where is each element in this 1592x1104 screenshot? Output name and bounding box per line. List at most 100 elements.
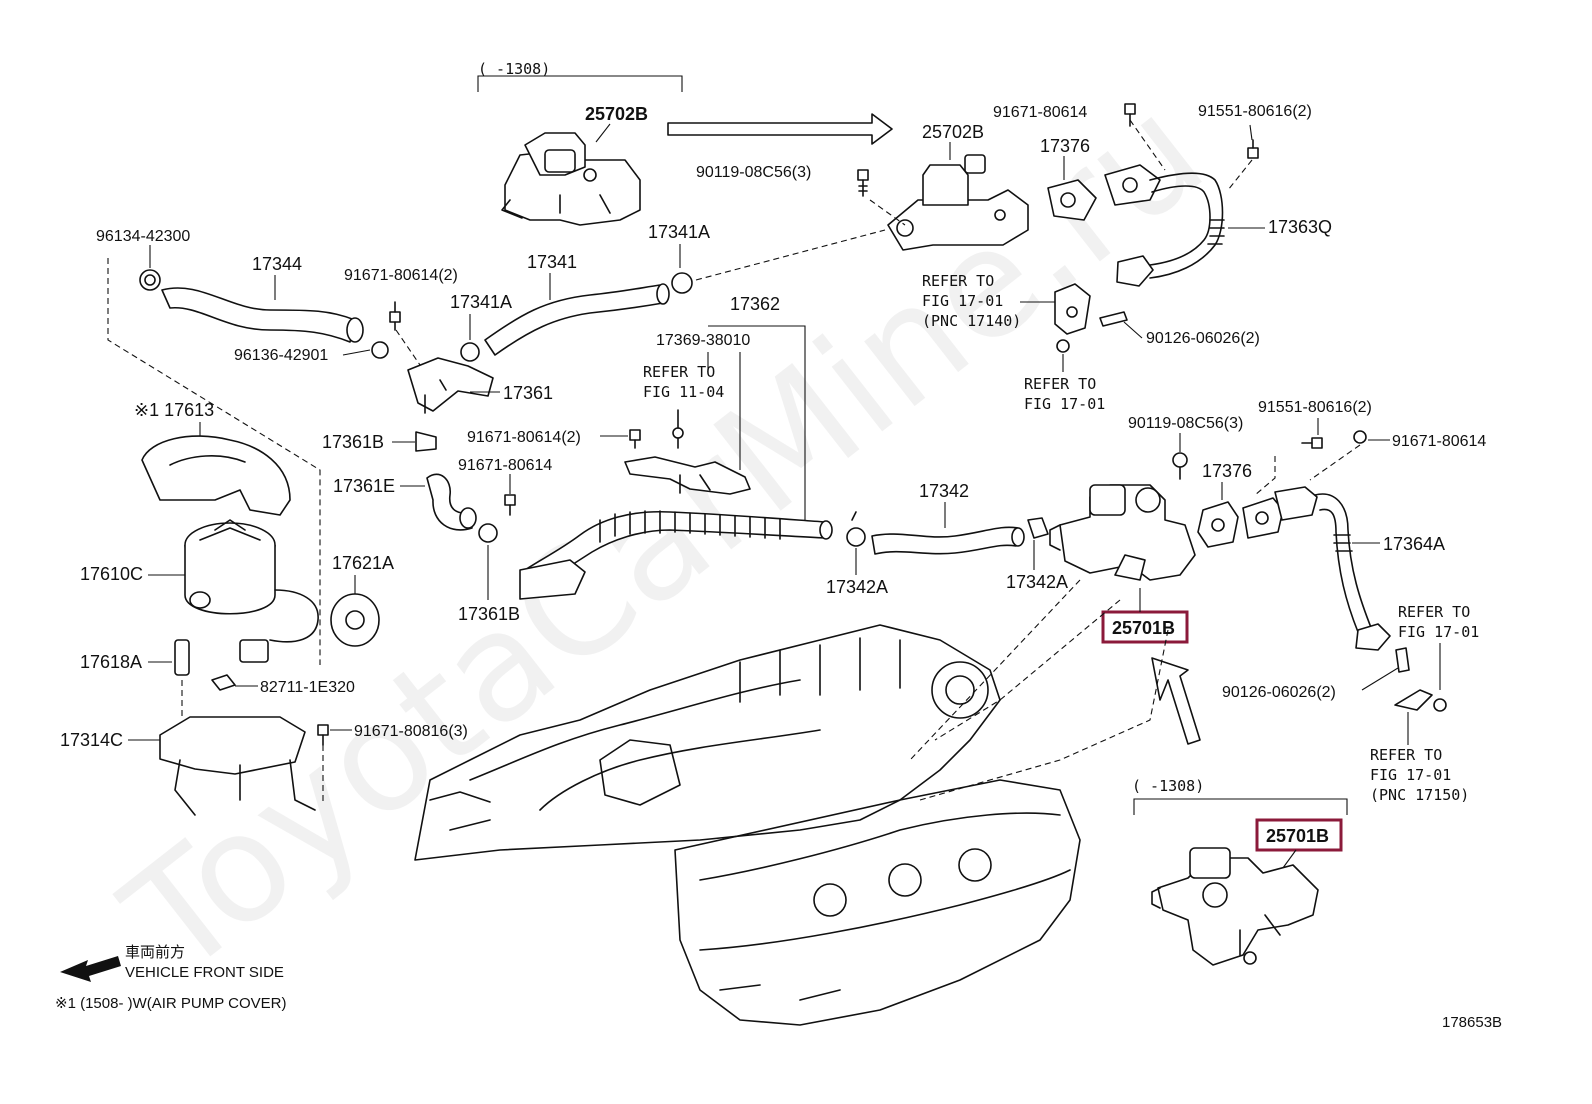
bolt-icon	[389, 301, 401, 331]
clamp-icon	[671, 272, 693, 294]
part-bracket-right[interactable]	[1394, 689, 1433, 711]
label-17342a-b: 17342A	[1006, 572, 1068, 592]
label-17341: 17341	[527, 252, 577, 272]
label-17364a: 17364A	[1383, 534, 1445, 554]
bolt-icon	[1353, 430, 1367, 444]
part-valve-25702b-old[interactable]	[501, 132, 641, 226]
bolt-icon	[857, 169, 869, 197]
label-17369: 17369-38010	[656, 332, 750, 349]
label-91671-80816: 91671-80816(3)	[354, 723, 468, 740]
svg-text:(PNC 17150): (PNC 17150)	[1370, 786, 1469, 804]
label-90126-b: 90126-06026(2)	[1222, 684, 1336, 701]
bolt-icon	[504, 494, 516, 516]
nut-icon	[1056, 339, 1070, 353]
part-bracket-17369[interactable]	[624, 456, 751, 495]
label-90119-a: 90119-08C56(3)	[696, 164, 811, 181]
label-17610c: 17610C	[80, 564, 143, 584]
label-17341a-b: 17341A	[450, 292, 512, 312]
label-91671-2-b: 91671-80614(2)	[467, 429, 581, 446]
stud-icon	[1099, 311, 1128, 327]
clamp-icon	[415, 431, 437, 452]
part-gasket-flange[interactable]	[1054, 283, 1091, 335]
svg-text:FIG 17-01: FIG 17-01	[1370, 766, 1451, 784]
refer-note-1: REFER TO FIG 17-01 (PNC 17140)	[922, 272, 1021, 330]
range-bottom-text: ( -1308)	[1132, 777, 1204, 795]
range-top-text: ( -1308)	[478, 60, 550, 78]
label-91671-80614-a: 91671-80614	[993, 104, 1087, 121]
part-valve-25702b-new[interactable]	[887, 154, 1029, 251]
label-17618a: 17618A	[80, 652, 142, 672]
label-17363q: 17363Q	[1268, 217, 1332, 237]
range-bracket-bottom: ( -1308)	[1132, 777, 1348, 815]
nut-icon	[1433, 698, 1447, 712]
part-hose-17341[interactable]	[484, 283, 670, 356]
part-joint-17361[interactable]	[407, 357, 494, 414]
clamp-icon	[371, 341, 389, 359]
part-gasket-17376-b[interactable]	[1197, 501, 1239, 548]
label-17314c: 17314C	[60, 730, 123, 750]
svg-text:FIG 17-01: FIG 17-01	[1024, 395, 1105, 413]
svg-text:FIG 11-04: FIG 11-04	[643, 383, 724, 401]
front-label-jp: 車両前方	[125, 944, 185, 961]
refer-note-5: REFER TO FIG 17-01 (PNC 17150)	[1370, 746, 1469, 804]
svg-text:REFER TO: REFER TO	[1398, 603, 1470, 621]
label-17344: 17344	[252, 254, 302, 274]
svg-text:REFER TO: REFER TO	[1370, 746, 1442, 764]
clamp-icon	[846, 511, 866, 547]
label-82711: 82711-1E320	[260, 679, 355, 696]
part-hose-17344[interactable]	[161, 287, 364, 343]
label-17362: 17362	[730, 294, 780, 314]
label-91671-80614-c: 91671-80614	[1392, 433, 1486, 450]
part-hose-17342[interactable]	[871, 526, 1025, 555]
label-25702b-b: 25702B	[922, 122, 984, 142]
svg-text:REFER TO: REFER TO	[1024, 375, 1096, 393]
label-17361b-a: 17361B	[322, 432, 384, 452]
part-hose-17361e[interactable]	[426, 473, 477, 531]
label-17361: 17361	[503, 383, 553, 403]
highlight-25701b-alt[interactable]: 25701B	[1255, 818, 1343, 852]
svg-text:REFER TO: REFER TO	[643, 363, 715, 381]
label-96134: 96134-42300	[96, 228, 190, 245]
part-sensor-17618a[interactable]	[174, 639, 190, 676]
label-17342: 17342	[919, 481, 969, 501]
label-17361b-b: 17361B	[458, 604, 520, 624]
label-90126-a: 90126-06026(2)	[1146, 330, 1260, 347]
label-96136: 96136-42901	[234, 347, 328, 364]
bolt-icon	[1301, 437, 1323, 449]
bolt-icon	[629, 429, 641, 449]
label-91671-80614-b: 91671-80614	[458, 457, 552, 474]
refer-note-3: REFER TO FIG 11-04	[643, 363, 724, 401]
part-cover-17613[interactable]	[141, 435, 291, 516]
label-25701b-a: 25701B	[1112, 618, 1175, 638]
front-label-en: VEHICLE FRONT SIDE	[125, 964, 284, 981]
label-91551-a: 91551-80616(2)	[1198, 103, 1312, 120]
clamp-icon	[139, 269, 161, 291]
arrow-right-icon	[667, 113, 893, 145]
clip-icon	[672, 409, 684, 449]
part-pipe-17363q[interactable]	[1104, 164, 1225, 287]
part-valve-25701b-alt[interactable]	[1151, 847, 1319, 966]
part-damper-17621a[interactable]	[330, 593, 380, 647]
highlight-25701b-main[interactable]: 25701B	[1101, 610, 1189, 644]
svg-text:REFER TO: REFER TO	[922, 272, 994, 290]
part-valve-25701b-main[interactable]	[1049, 484, 1196, 581]
label-17621a: 17621A	[332, 553, 394, 573]
label-17376-a: 17376	[1040, 136, 1090, 156]
label-25701b-b: 25701B	[1266, 826, 1329, 846]
part-engine-intake-manifold	[414, 624, 1001, 861]
svg-text:FIG 17-01: FIG 17-01	[922, 292, 1003, 310]
footnote-1: ※1 (1508- )W(AIR PUMP COVER)	[55, 995, 287, 1012]
part-air-pump[interactable]	[184, 519, 319, 663]
label-17376-b: 17376	[1202, 461, 1252, 481]
part-engine-block	[674, 779, 1081, 1026]
label-17342a-a: 17342A	[826, 577, 888, 597]
part-pipe-17364a[interactable]	[1242, 486, 1391, 651]
label-17613: ※1 17613	[134, 400, 214, 420]
svg-text:FIG 17-01: FIG 17-01	[1398, 623, 1479, 641]
label-91551-b: 91551-80616(2)	[1258, 399, 1372, 416]
front-arrow-icon	[60, 956, 121, 982]
part-bracket-17314c[interactable]	[159, 716, 316, 816]
part-hose-17362[interactable]	[519, 510, 833, 600]
part-gasket-17376-a[interactable]	[1047, 179, 1097, 221]
